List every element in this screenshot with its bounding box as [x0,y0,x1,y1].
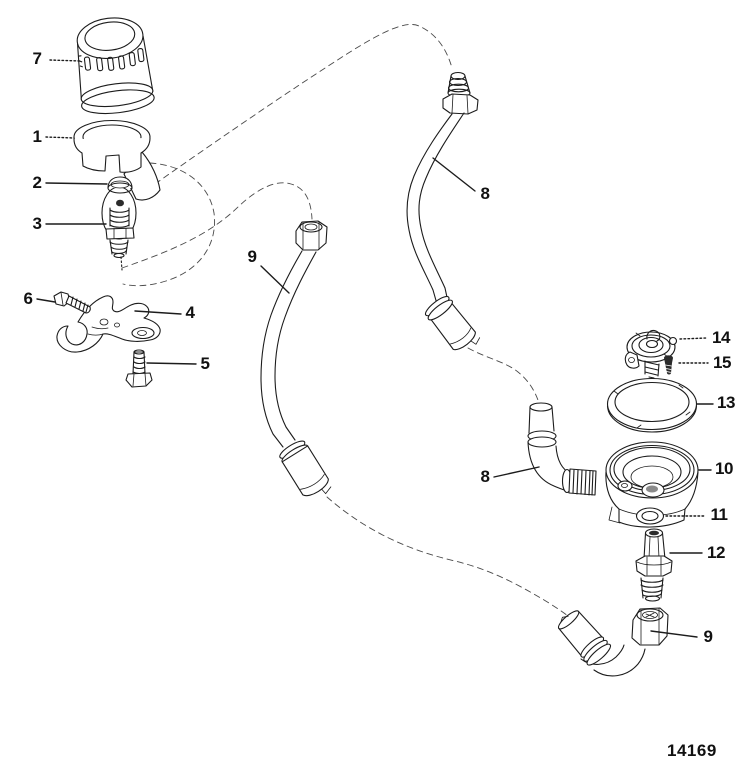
callout-hose-upper-elbow-end: 8 [480,467,490,486]
thermostat-spring [644,360,660,379]
barb-threads-upper [109,207,130,228]
thermostat-screw-part [664,355,673,375]
callout-barb-fitting: 3 [32,214,42,233]
callout-thermostat: 14 [712,328,730,347]
callout-oil-filter: 7 [32,49,42,68]
hose-lower-part [260,220,332,497]
leader-lines [36,59,714,638]
hose-fitting-part [635,528,673,602]
barb-threads-lower [109,239,129,259]
hose-upper-crimp-sleeve [424,295,481,351]
fitting-threads [640,577,664,602]
callout-filter-adapter: 1 [32,127,42,146]
bolt-lower-part [125,349,153,388]
callout-o-ring: 11 [710,505,728,524]
callout-seal-ring: 13 [717,393,735,412]
o-ring-part [635,507,665,525]
hose-upper-part [406,71,481,351]
check-valve-and-barb-fitting [101,176,137,259]
routing-dashed-lines [120,24,571,619]
bracket-part [56,295,161,353]
bolt-upper-part [53,291,91,314]
hose-lower-elbow-end-part [557,607,669,677]
hose-upper-elbow-end-part [527,402,597,496]
callout-bracket-bolt-lower: 5 [200,354,210,373]
callout-adapter-plate: 10 [715,459,733,478]
callout-thermostat-screw: 15 [713,353,731,372]
callout-bracket-bolt-upper: 6 [23,289,33,308]
bolt-upper-threads [70,296,89,313]
seal-ring-part [606,377,698,433]
adapter-plate-part [605,441,699,528]
drawing-number: 14169 [667,741,717,760]
thermostat-part [624,329,678,379]
callout-check-valve-boss: 2 [32,173,42,192]
filter-adapter-part [73,119,161,201]
oil-filter-part [76,17,155,115]
filter-vent-slots [78,47,145,72]
callout-hose-lower-elbow-end: 9 [703,627,713,646]
bolt-lower-threads [132,356,146,375]
callout-hose-fitting: 12 [707,543,725,562]
hose-lower-end-sleeve [557,610,612,666]
callout-hose-lower-top-end: 9 [247,247,257,266]
elbow-male-threads [572,469,594,496]
callout-bracket: 4 [185,303,195,322]
hose-lower-crimp-sleeve [279,440,332,497]
callout-hose-upper-top-end: 8 [480,184,490,203]
